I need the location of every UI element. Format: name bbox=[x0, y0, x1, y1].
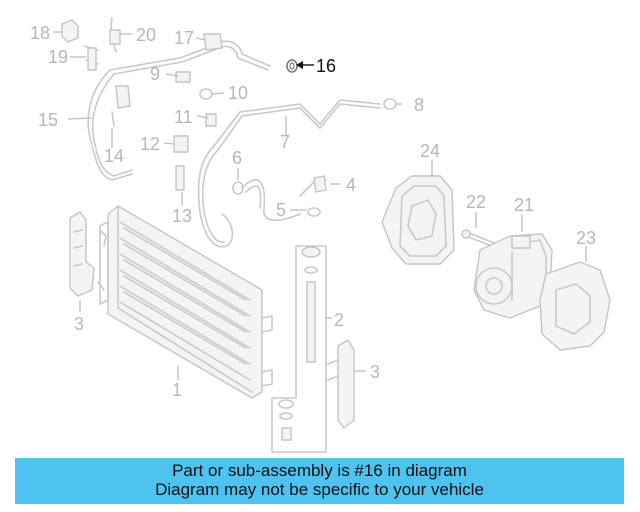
banner-line-part-number: Part or sub-assembly is #16 in diagram bbox=[172, 461, 467, 480]
callout-21: 21 bbox=[514, 195, 534, 215]
bracket-right-part bbox=[327, 339, 355, 429]
callout-23: 23 bbox=[576, 228, 596, 248]
callout-9: 9 bbox=[150, 64, 160, 84]
callout-5: 5 bbox=[276, 200, 286, 220]
callout-16: 16 bbox=[316, 56, 336, 76]
callout-2: 2 bbox=[334, 310, 344, 330]
leader-lines bbox=[53, 31, 587, 380]
parts-diagram: 1 2 3 3 4 5 6 7 8 9 10 11 12 13 14 15 16… bbox=[30, 17, 611, 453]
callout-6: 6 bbox=[232, 148, 242, 168]
callout-labels: 1 2 3 3 4 5 6 7 8 9 10 11 12 13 14 15 16… bbox=[30, 23, 596, 400]
callout-10: 10 bbox=[228, 83, 248, 103]
callout-18: 18 bbox=[30, 23, 50, 43]
callout-19: 19 bbox=[48, 47, 68, 67]
callout-8: 8 bbox=[414, 95, 424, 115]
callout-14: 14 bbox=[104, 146, 124, 166]
callout-3-right: 3 bbox=[370, 362, 380, 382]
callout-11: 11 bbox=[174, 107, 193, 127]
fittings bbox=[61, 17, 397, 217]
callout-12: 12 bbox=[140, 134, 160, 154]
callout-24: 24 bbox=[420, 141, 440, 161]
compressor-part bbox=[473, 233, 553, 319]
callout-7: 7 bbox=[280, 132, 290, 152]
callout-1: 1 bbox=[172, 380, 182, 400]
callout-13: 13 bbox=[172, 206, 192, 226]
callout-22: 22 bbox=[466, 192, 486, 212]
condenser-part bbox=[99, 205, 273, 399]
callout-20: 20 bbox=[136, 25, 156, 45]
compressor-cover-part bbox=[539, 261, 611, 351]
banner-line-disclaimer: Diagram may not be specific to your vehi… bbox=[155, 480, 484, 499]
callout-3-left: 3 bbox=[74, 314, 84, 334]
callout-4: 4 bbox=[346, 175, 356, 195]
part-info-banner: Part or sub-assembly is #16 in diagram D… bbox=[15, 458, 624, 504]
compressor-housing-part bbox=[381, 175, 455, 265]
receiver-drier-part bbox=[271, 245, 327, 453]
callout-15: 15 bbox=[38, 110, 58, 130]
refrigerant-hoses bbox=[87, 40, 381, 248]
bracket-left-part bbox=[69, 211, 107, 297]
callout-17: 17 bbox=[174, 28, 194, 48]
